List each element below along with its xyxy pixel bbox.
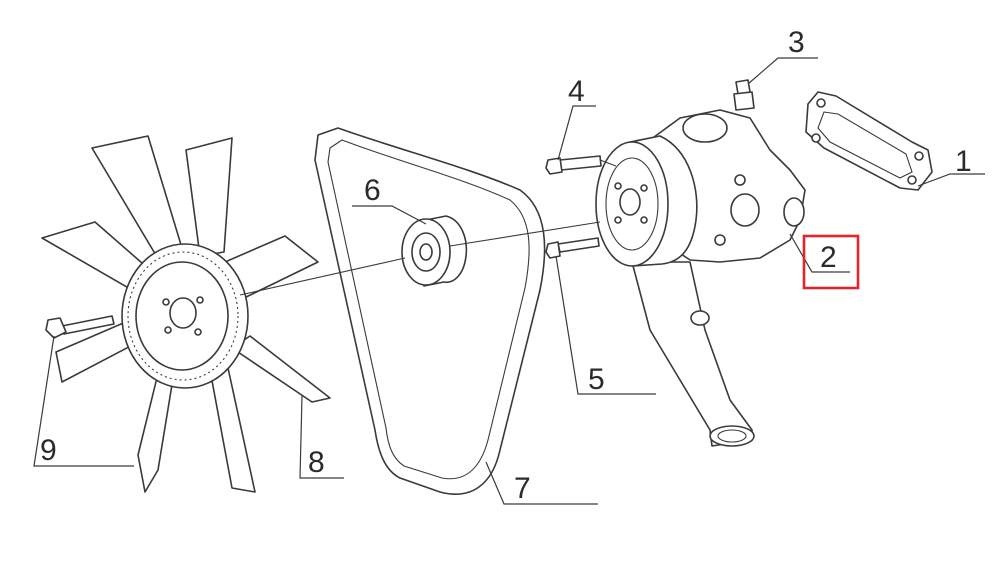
- pump-outlet: [709, 425, 755, 447]
- fan-assembly: [41, 135, 331, 493]
- leader-lines: [33, 57, 985, 505]
- fan-bolt-hole: [196, 296, 204, 304]
- callout-numbers: 1 2 3 4 5 6 7 8 9: [40, 26, 972, 505]
- fan-bolt-hole: [162, 298, 170, 306]
- pulley-bolt-upper: [545, 155, 602, 175]
- assembly-axis-lines: [239, 159, 617, 296]
- fan-bolt: [45, 315, 115, 339]
- fan-blade: [231, 335, 331, 403]
- fan-hub-ring: [127, 251, 239, 381]
- leader-3: [747, 57, 818, 85]
- leader-5: [555, 255, 656, 395]
- callout-8: 8: [308, 446, 325, 479]
- leader-9: [33, 335, 134, 467]
- callout-6: 6: [364, 174, 381, 207]
- water-pump: [595, 109, 806, 447]
- fan-blade: [209, 367, 256, 493]
- pulley-bolt-lower: [545, 237, 600, 259]
- fan-bolt-hole: [164, 326, 172, 334]
- callout-3: 3: [788, 26, 805, 59]
- leader-8: [299, 395, 344, 479]
- leader-7: [485, 461, 598, 505]
- temperature-sensor: [733, 79, 755, 111]
- fan-blade: [185, 137, 233, 257]
- leader-1: [917, 173, 985, 187]
- gasket: [805, 91, 933, 191]
- callout-2: 2: [820, 241, 837, 274]
- leader-2: [789, 233, 850, 273]
- fan-bolt-hole: [194, 328, 202, 336]
- leader-6: [352, 205, 427, 225]
- leader-4: [557, 105, 596, 161]
- callout-5: 5: [588, 363, 605, 396]
- callout-9: 9: [40, 434, 57, 467]
- callout-4: 4: [568, 75, 585, 108]
- callout-7: 7: [514, 472, 531, 505]
- idler-pulley: [401, 215, 468, 287]
- callout-1: 1: [955, 145, 972, 178]
- drive-belt: [314, 127, 546, 495]
- fan-center-bore: [169, 297, 197, 329]
- highlight-box: [802, 234, 860, 290]
